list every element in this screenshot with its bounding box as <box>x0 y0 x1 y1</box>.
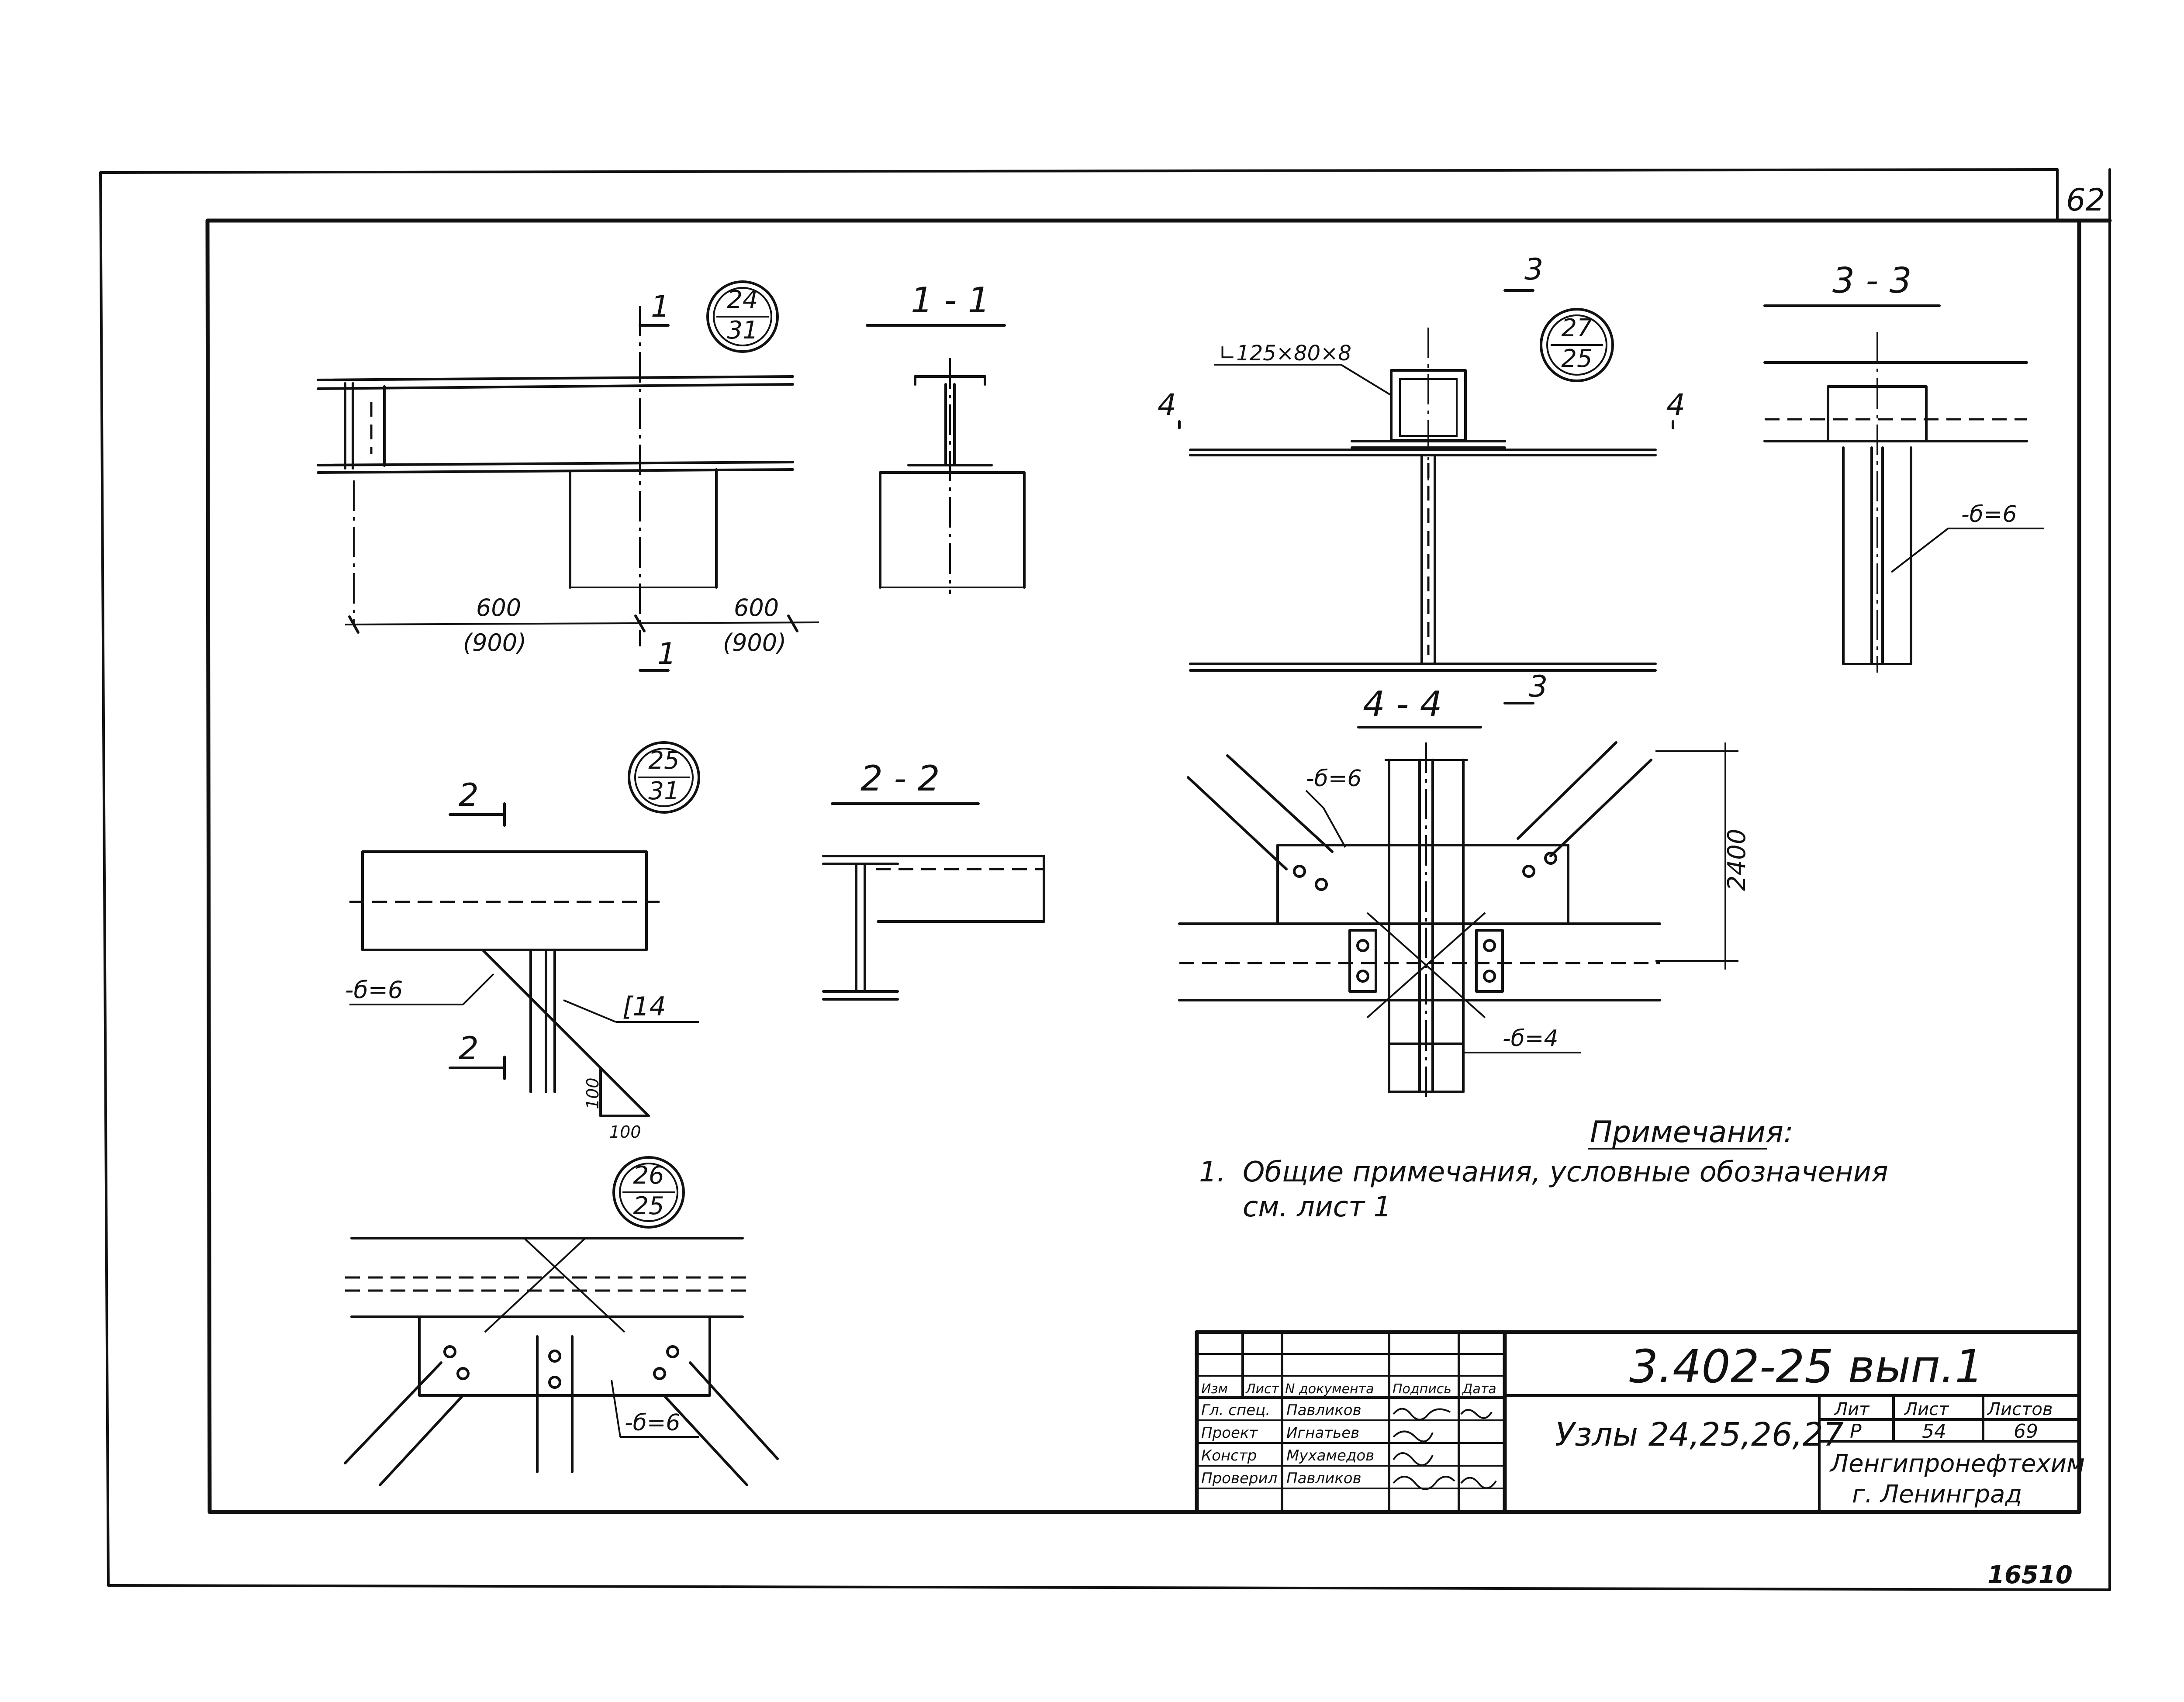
row-person-2: Мухамедов <box>1286 1447 1374 1464</box>
sheets-value: 69 <box>2014 1420 2038 1443</box>
node-24-tag-bottom: 31 <box>727 316 758 345</box>
node-24-dim-right-alt: (900) <box>723 629 786 656</box>
node-27-cut-mark-3-top: 3 <box>1524 252 1543 287</box>
title-block <box>1195 1330 2081 1514</box>
node-24-tag-top: 24 <box>727 286 758 314</box>
row-role-0: Гл. спец. <box>1201 1402 1270 1419</box>
stage-label: Лит <box>1834 1399 1870 1419</box>
node-27-view <box>1178 289 1674 704</box>
archive-stamp: 16510 <box>1987 1561 2073 1589</box>
node-25-tag-top: 25 <box>648 746 679 775</box>
node-25-tag <box>628 741 700 814</box>
node-25-cut-mark-top: 2 <box>459 777 479 813</box>
node-24-dim-left-alt: (900) <box>463 629 526 656</box>
node-27-cut-mark-4-left: 4 <box>1158 388 1176 422</box>
sheet-number: 62 <box>2066 182 2105 218</box>
col-header-date: Дата <box>1462 1381 1496 1397</box>
notes-item-number: 1. <box>1199 1156 1226 1188</box>
sheets-label: Листов <box>1987 1399 2053 1419</box>
node-24-dim-right: 600 <box>734 594 779 621</box>
col-header-sign: Подпись <box>1393 1381 1451 1397</box>
row-role-3: Проверил <box>1201 1470 1277 1487</box>
row-person-1: Игнатьев <box>1286 1424 1359 1442</box>
node-24-view <box>317 306 819 672</box>
node-25-plate-label: -б=6 <box>345 976 403 1004</box>
section-1-1-view <box>866 324 1026 594</box>
section-2-2-view <box>822 802 1045 1001</box>
row-person-3: Павликов <box>1286 1470 1362 1487</box>
node-27-tag <box>1540 308 1614 382</box>
row-role-1: Проект <box>1201 1424 1258 1442</box>
section-3-3-title: 3 - 3 <box>1832 260 1912 301</box>
notes-line-1: Общие примечания, условные обозначения <box>1243 1156 1888 1188</box>
section-2-2-title: 2 - 2 <box>860 758 940 799</box>
stage-value: Р <box>1850 1420 1862 1443</box>
notes-line-2: см. лист 1 <box>1243 1191 1391 1223</box>
signatures <box>1393 1408 1497 1490</box>
node-26-plate-label: -б=6 <box>625 1410 681 1436</box>
section-4-4-dim-height: 2400 <box>1723 829 1751 891</box>
node-25-tag-bottom: 31 <box>648 777 679 805</box>
row-person-0: Павликов <box>1286 1402 1362 1419</box>
row-role-2: Констр <box>1201 1447 1257 1464</box>
node-25-cut-mark-bottom: 2 <box>459 1030 479 1067</box>
node-26-view <box>344 1237 779 1486</box>
col-header-izm: Изм <box>1201 1381 1228 1397</box>
col-header-doc: N документа <box>1285 1381 1374 1397</box>
node-27-tag-bottom: 25 <box>1561 345 1592 373</box>
title-block-name: Узлы 24,25,26,27 <box>1555 1416 1844 1453</box>
node-26-tag-bottom: 25 <box>633 1192 664 1220</box>
sheet-label: Лист <box>1904 1399 1949 1419</box>
node-25-dim-vertical: 100 <box>583 1077 602 1109</box>
node-27-tag-top: 27 <box>1561 314 1593 342</box>
node-26-tag-top: 26 <box>633 1161 664 1190</box>
node-26-tag <box>612 1156 685 1229</box>
section-4-4-plate-label-top: -б=6 <box>1306 766 1362 792</box>
col-header-list: Лист <box>1245 1381 1280 1397</box>
title-block-code: 3.402-25 вып.1 <box>1629 1340 1984 1393</box>
notes-heading: Примечания: <box>1590 1115 1794 1150</box>
section-1-1-title: 1 - 1 <box>911 280 990 321</box>
section-4-4-plate-label-bottom: -б=4 <box>1503 1025 1559 1052</box>
node-27-cut-mark-3-bottom: 3 <box>1529 670 1548 704</box>
node-24-cut-mark-bottom: 1 <box>657 637 676 671</box>
org-line-2: г. Ленинград <box>1852 1480 2022 1509</box>
node-24-dim-left: 600 <box>476 594 521 621</box>
section-3-3-view <box>1763 304 2044 673</box>
node-24-tag <box>706 280 779 353</box>
node-25-view <box>349 802 699 1117</box>
node-27-cut-mark-4-right: 4 <box>1666 388 1685 422</box>
section-4-4-view <box>1178 726 1738 1101</box>
node-25-dim-horizontal: 100 <box>609 1122 641 1142</box>
sheet-value: 54 <box>1922 1420 1946 1443</box>
node-24-cut-mark-top: 1 <box>651 290 670 324</box>
org-line-1: Ленгипронефтехим <box>1829 1450 2085 1478</box>
node-25-channel-label: [14 <box>622 991 666 1022</box>
section-4-4-title: 4 - 4 <box>1363 684 1442 725</box>
section-3-3-plate-label: -б=6 <box>1961 501 2017 528</box>
node-27-angle-label: ∟125×80×8 <box>1219 341 1351 366</box>
sheet-frame <box>99 168 2112 1591</box>
